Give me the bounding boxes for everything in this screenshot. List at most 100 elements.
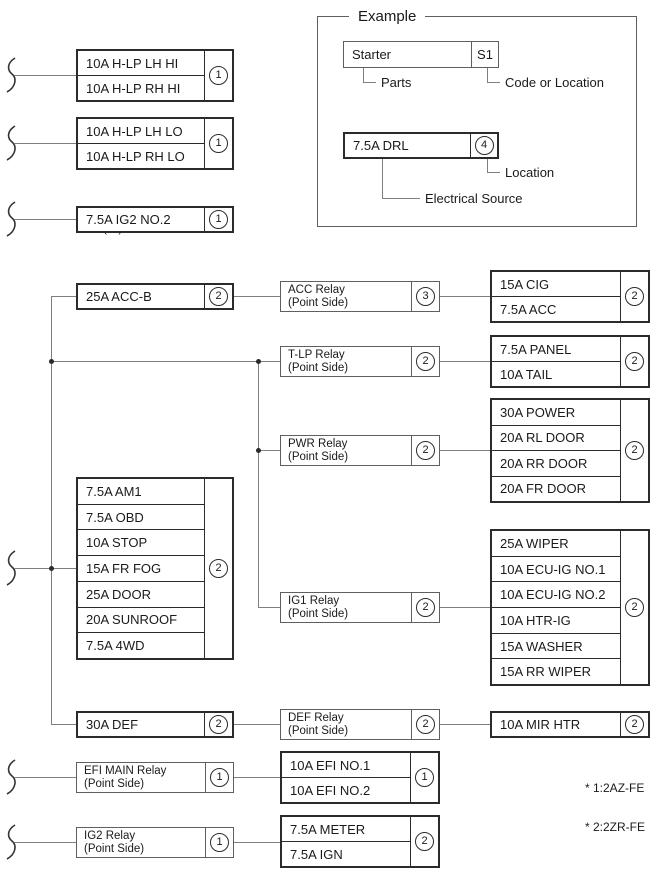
- relay-box-tlp: T-LP Relay (Point Side) 2: [280, 346, 440, 377]
- example-legend-box: [317, 16, 637, 227]
- fuse-label: 7.5A OBD: [78, 505, 204, 531]
- relay-label: IG1 Relay (Point Side): [281, 593, 411, 622]
- relay-side: (Point Side): [288, 296, 349, 309]
- location-badge: 4: [474, 136, 494, 155]
- example-source-rows: 7.5A DRL: [345, 134, 470, 157]
- connector-line: [440, 607, 490, 608]
- fuse-label: 10A STOP: [78, 530, 204, 557]
- connector-line: [51, 361, 280, 362]
- branch-line: [258, 361, 259, 608]
- fuse-box-def: 30A DEF 2: [76, 711, 234, 738]
- relay-name: PWR Relay: [288, 438, 348, 450]
- relay-label: T-LP Relay (Point Side): [281, 347, 411, 376]
- location-badge: 2: [416, 352, 435, 371]
- fuse-label: 7.5A PANEL: [492, 337, 620, 362]
- location-column: 4: [470, 134, 497, 157]
- fuse-box-panel-tail: 7.5A PANEL 10A TAIL 2: [490, 335, 650, 388]
- location-badge: 2: [416, 598, 435, 617]
- fuse-rows: 10A MIR HTR: [492, 713, 620, 736]
- connector-line: [14, 219, 76, 220]
- wire-break-icon: [6, 201, 16, 237]
- fuse-rows: 10A H-LP LH LO 10A H-LP RH LO: [78, 119, 204, 168]
- relay-box-ig1: IG1 Relay (Point Side) 2: [280, 592, 440, 623]
- location-badge: 2: [625, 598, 644, 617]
- relay-label: IG2 Relay (Point Side): [77, 828, 205, 857]
- relay-box-efi-main: EFI MAIN Relay (Point Side) 1: [76, 762, 234, 793]
- location-badge: 1: [210, 833, 229, 852]
- location-column: 2: [411, 347, 439, 376]
- connector-line: [258, 607, 280, 608]
- fuse-label: 10A TAIL: [500, 366, 553, 382]
- fuse-label: 25A DOOR: [78, 582, 204, 608]
- fuse-label: 15A RR WIPER: [500, 664, 592, 680]
- location-badge: 2: [416, 441, 435, 460]
- fuse-rows: 7.5A AM1 7.5A OBD 10A STOP 15A FR FOG 25…: [78, 479, 204, 658]
- callout-line: [487, 159, 488, 172]
- fuse-box-main-stack: 7.5A AM1 7.5A OBD 10A STOP 15A FR FOG 25…: [76, 477, 234, 660]
- relay-label: EFI MAIN Relay (Point Side): [77, 763, 205, 792]
- fuse-box-hlp-lo: 10A H-LP LH LO 10A H-LP RH LO 1: [76, 117, 234, 170]
- fuse-box-mir-htr: 10A MIR HTR 2: [490, 711, 650, 738]
- fuse-label: 7.5A 4WD: [86, 638, 145, 654]
- callout-line: [487, 82, 500, 83]
- location-column: 2: [620, 337, 648, 386]
- connector-line: [234, 724, 280, 725]
- connector-line: [258, 450, 280, 451]
- location-column: 1: [205, 763, 233, 792]
- fuse-rows: 10A H-LP LH HI 10A H-LP RH HI: [78, 51, 204, 100]
- location-column: 2: [620, 713, 648, 736]
- wire-break-icon: [6, 57, 16, 93]
- bus-line: [51, 296, 52, 725]
- location-badge: 2: [416, 715, 435, 734]
- connector-line: [440, 724, 490, 725]
- fuse-label: 10A EFI NO.1: [282, 753, 410, 778]
- note-line: * 1:2AZ-FE: [585, 781, 645, 795]
- example-parts-rows: Starter: [344, 42, 471, 67]
- fuse-label: 7.5A METER: [282, 817, 410, 842]
- connector-line: [14, 143, 76, 144]
- fuse-label: 10A H-LP LH LO: [78, 119, 204, 144]
- location-column: 2: [204, 285, 232, 308]
- fuse-label: 7.5A IGN: [290, 846, 343, 862]
- location-badge: 1: [209, 134, 228, 153]
- connector-line: [51, 296, 76, 297]
- fuse-label: 10A EFI NO.2: [290, 782, 371, 798]
- fuse-box-meter-ign: 7.5A METER 7.5A IGN 2: [280, 815, 440, 868]
- fuse-box-ig2-no2: 7.5A IG2 NO.2 1: [76, 206, 234, 233]
- fuse-box-power-doors: 30A POWER 20A RL DOOR 20A RR DOOR 20A FR…: [490, 398, 650, 503]
- fuse-rows: 30A POWER 20A RL DOOR 20A RR DOOR 20A FR…: [492, 400, 620, 501]
- location-badge: 1: [209, 66, 228, 85]
- example-source-box: 7.5A DRL 4: [343, 132, 499, 159]
- relay-box-pwr: PWR Relay (Point Side) 2: [280, 435, 440, 466]
- fuse-rows: 7.5A METER 7.5A IGN: [282, 817, 410, 866]
- relay-box-acc: ACC Relay (Point Side) 3: [280, 281, 440, 312]
- connector-line: [440, 296, 490, 297]
- location-badge: 2: [625, 715, 644, 734]
- fuse-label: 7.5A IG2 NO.2: [86, 212, 171, 227]
- location-badge: 1: [210, 768, 229, 787]
- location-column: 1: [204, 51, 232, 100]
- location-column: 2: [411, 710, 439, 739]
- location-column: 2: [204, 713, 232, 736]
- location-badge: 3: [416, 287, 435, 306]
- fuse-rows: 25A ACC-B: [78, 285, 204, 308]
- engine-variant-notes: * 1:2AZ-FE * 2:2ZR-FE: [585, 756, 645, 860]
- junction-dot: [256, 359, 261, 364]
- location-column: 2: [411, 593, 439, 622]
- example-code-value: S1: [477, 47, 493, 62]
- location-badge: 1: [415, 768, 434, 787]
- location-column: 1: [204, 119, 232, 168]
- location-badge: 2: [209, 715, 228, 734]
- fuse-label: 10A ECU-IG NO.1: [492, 557, 620, 583]
- relay-side: (Point Side): [84, 777, 145, 790]
- location-column: 1: [205, 828, 233, 857]
- fuse-label: 10A ECU-IG NO.2: [492, 582, 620, 609]
- example-location-callout: Location: [505, 165, 555, 180]
- location-badge: 2: [625, 287, 644, 306]
- fuse-label: 30A POWER: [492, 400, 620, 426]
- fuse-label: 25A WIPER: [492, 531, 620, 557]
- location-column: 3: [411, 282, 439, 311]
- example-title: Example: [349, 8, 426, 25]
- example-parts-label: Starter: [352, 47, 392, 62]
